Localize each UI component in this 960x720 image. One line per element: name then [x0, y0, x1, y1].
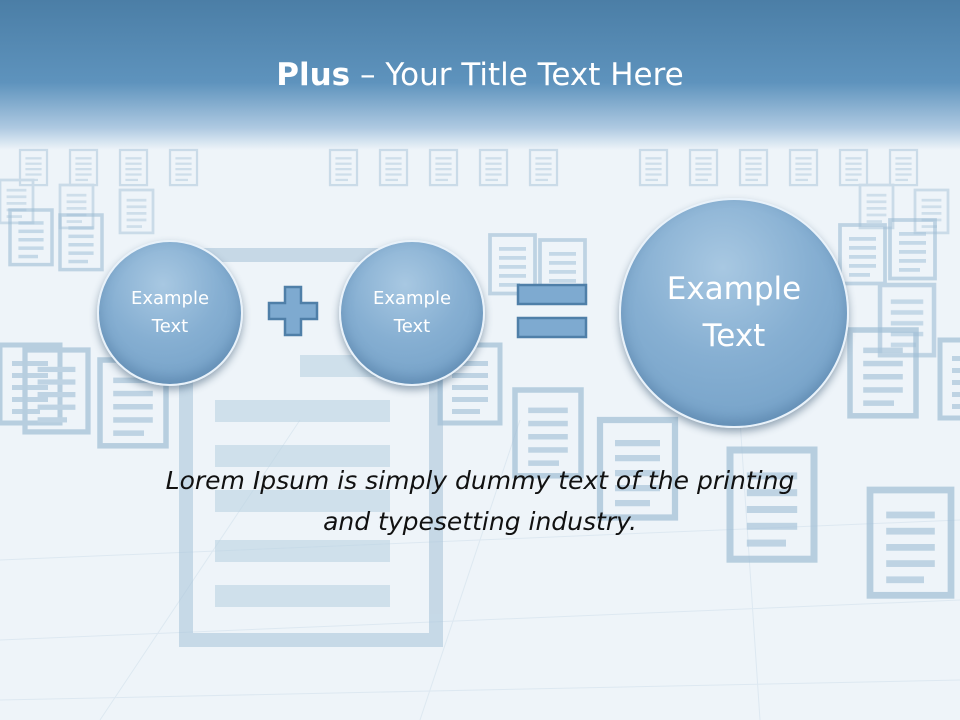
circle-left-line2: Text — [151, 316, 189, 337]
slide-title: Plus – Your Title Text Here — [0, 52, 960, 98]
caption-line1: Lorem Ipsum is simply dummy text of the … — [165, 466, 795, 495]
circle-middle-line2: Text — [393, 316, 431, 337]
circle-middle: Example Text — [339, 240, 485, 386]
caption-text: Lorem Ipsum is simply dummy text of the … — [60, 460, 900, 542]
equals-icon — [516, 283, 588, 339]
circle-result-line2: Text — [702, 318, 766, 354]
circle-middle-text: Example Text — [373, 285, 451, 341]
title-rest: – Your Title Text Here — [350, 57, 684, 93]
circle-middle-line1: Example — [372, 288, 452, 309]
plus-icon — [267, 285, 319, 337]
title-band — [0, 0, 960, 150]
circle-result-text: Example Text — [667, 266, 802, 360]
circle-result-line1: Example — [666, 271, 802, 307]
circle-left-text: Example Text — [131, 285, 209, 341]
title-bold: Plus — [276, 57, 351, 93]
circle-result: Example Text — [619, 198, 849, 428]
circle-left-line1: Example — [130, 288, 210, 309]
caption-line2: and typesetting industry. — [323, 507, 637, 536]
circle-left: Example Text — [97, 240, 243, 386]
